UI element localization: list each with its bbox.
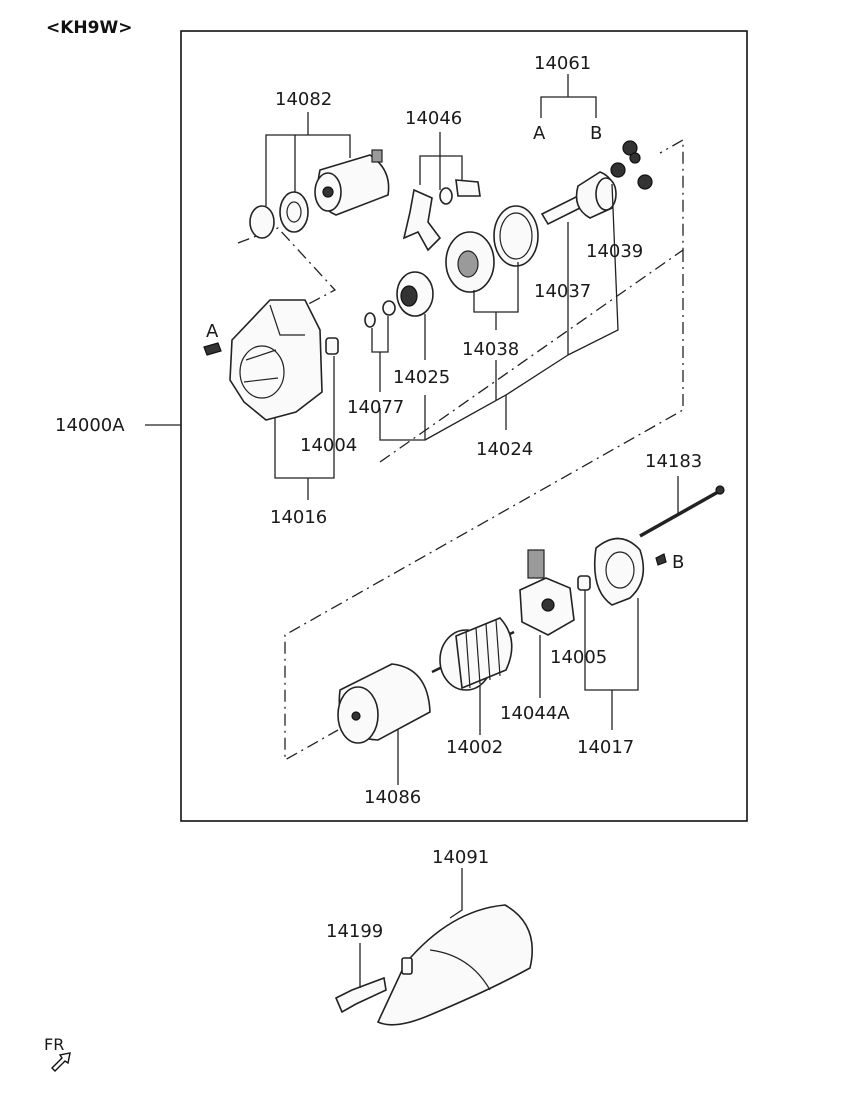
label-14082[interactable]: 14082 [275,89,332,110]
stop-ring-part[interactable] [382,300,396,316]
bracket-14046 [419,155,463,185]
bolt-part[interactable] [334,976,387,1014]
label-14044A[interactable]: 14044A [500,703,570,724]
label-14046[interactable]: 14046 [405,108,462,129]
clutch-group [364,271,434,328]
protector-group [334,904,534,1026]
lever-group [402,179,481,252]
label-14000A[interactable]: 14000A [55,415,125,436]
ref-b-right: B [672,552,684,573]
yoke-group [337,663,431,744]
heat-protector-part[interactable] [376,904,534,1026]
label-14024[interactable]: 14024 [476,439,533,460]
leader-14039 [567,183,619,356]
leader-14091 [449,868,463,919]
front-bracket-part[interactable] [229,299,323,421]
bracket-14024-left [379,395,426,441]
bracket-14061 [540,96,597,118]
plate-part[interactable] [455,179,481,197]
label-14091[interactable]: 14091 [432,847,489,868]
spring-washer-part[interactable] [279,191,309,233]
label-14183[interactable]: 14183 [645,451,702,472]
plunger-part[interactable] [249,205,275,239]
rear-bushing-part[interactable] [577,575,591,591]
through-bolt-group [639,476,725,538]
orientation-label: FR [44,1035,64,1054]
part-number-labels: 14000A 14082 14046 14061 14039 14037 140… [44,53,702,1054]
gear-part-2[interactable] [610,162,626,178]
solenoid-group [249,149,390,239]
front-housing-group [203,299,339,421]
label-14016[interactable]: 14016 [270,507,327,528]
gear-part-1[interactable] [622,140,638,156]
bracket-14016 [274,356,335,479]
label-14039[interactable]: 14039 [586,241,643,262]
ref-a-top: A [533,123,546,144]
front-arrow-icon [51,1052,71,1072]
label-14017[interactable]: 14017 [577,737,634,758]
through-bolt-part[interactable] [715,485,725,495]
assembly-axis-lines [237,138,684,762]
internal-gear-group [445,205,539,293]
gear-part-3[interactable] [637,174,653,190]
label-14038[interactable]: 14038 [462,339,519,360]
rear-bracket-part[interactable] [593,537,645,606]
label-14004[interactable]: 14004 [300,435,357,456]
shaft-group [540,140,653,226]
model-code-label: <KH9W> [46,18,132,38]
rubber-part-b[interactable] [655,553,667,566]
label-14005[interactable]: 14005 [550,647,607,668]
lever-part[interactable] [402,188,442,252]
packing-part[interactable] [439,187,453,205]
label-14025[interactable]: 14025 [393,367,450,388]
label-14002[interactable]: 14002 [446,737,503,758]
label-14037[interactable]: 14037 [534,281,591,302]
bushing-part[interactable] [325,337,339,355]
armature-group [431,617,515,691]
label-14077[interactable]: 14077 [347,397,404,418]
packing-ring-part[interactable] [493,205,539,267]
bolt-part-a[interactable] [203,342,222,356]
label-14199[interactable]: 14199 [326,921,383,942]
ref-a-left: A [206,321,219,342]
ref-b-top: B [590,123,602,144]
label-14086[interactable]: 14086 [364,787,421,808]
label-14061[interactable]: 14061 [534,53,591,74]
rear-bracket-group [519,537,667,636]
snap-ring-part[interactable] [364,312,376,328]
assembly-frame [180,30,748,822]
